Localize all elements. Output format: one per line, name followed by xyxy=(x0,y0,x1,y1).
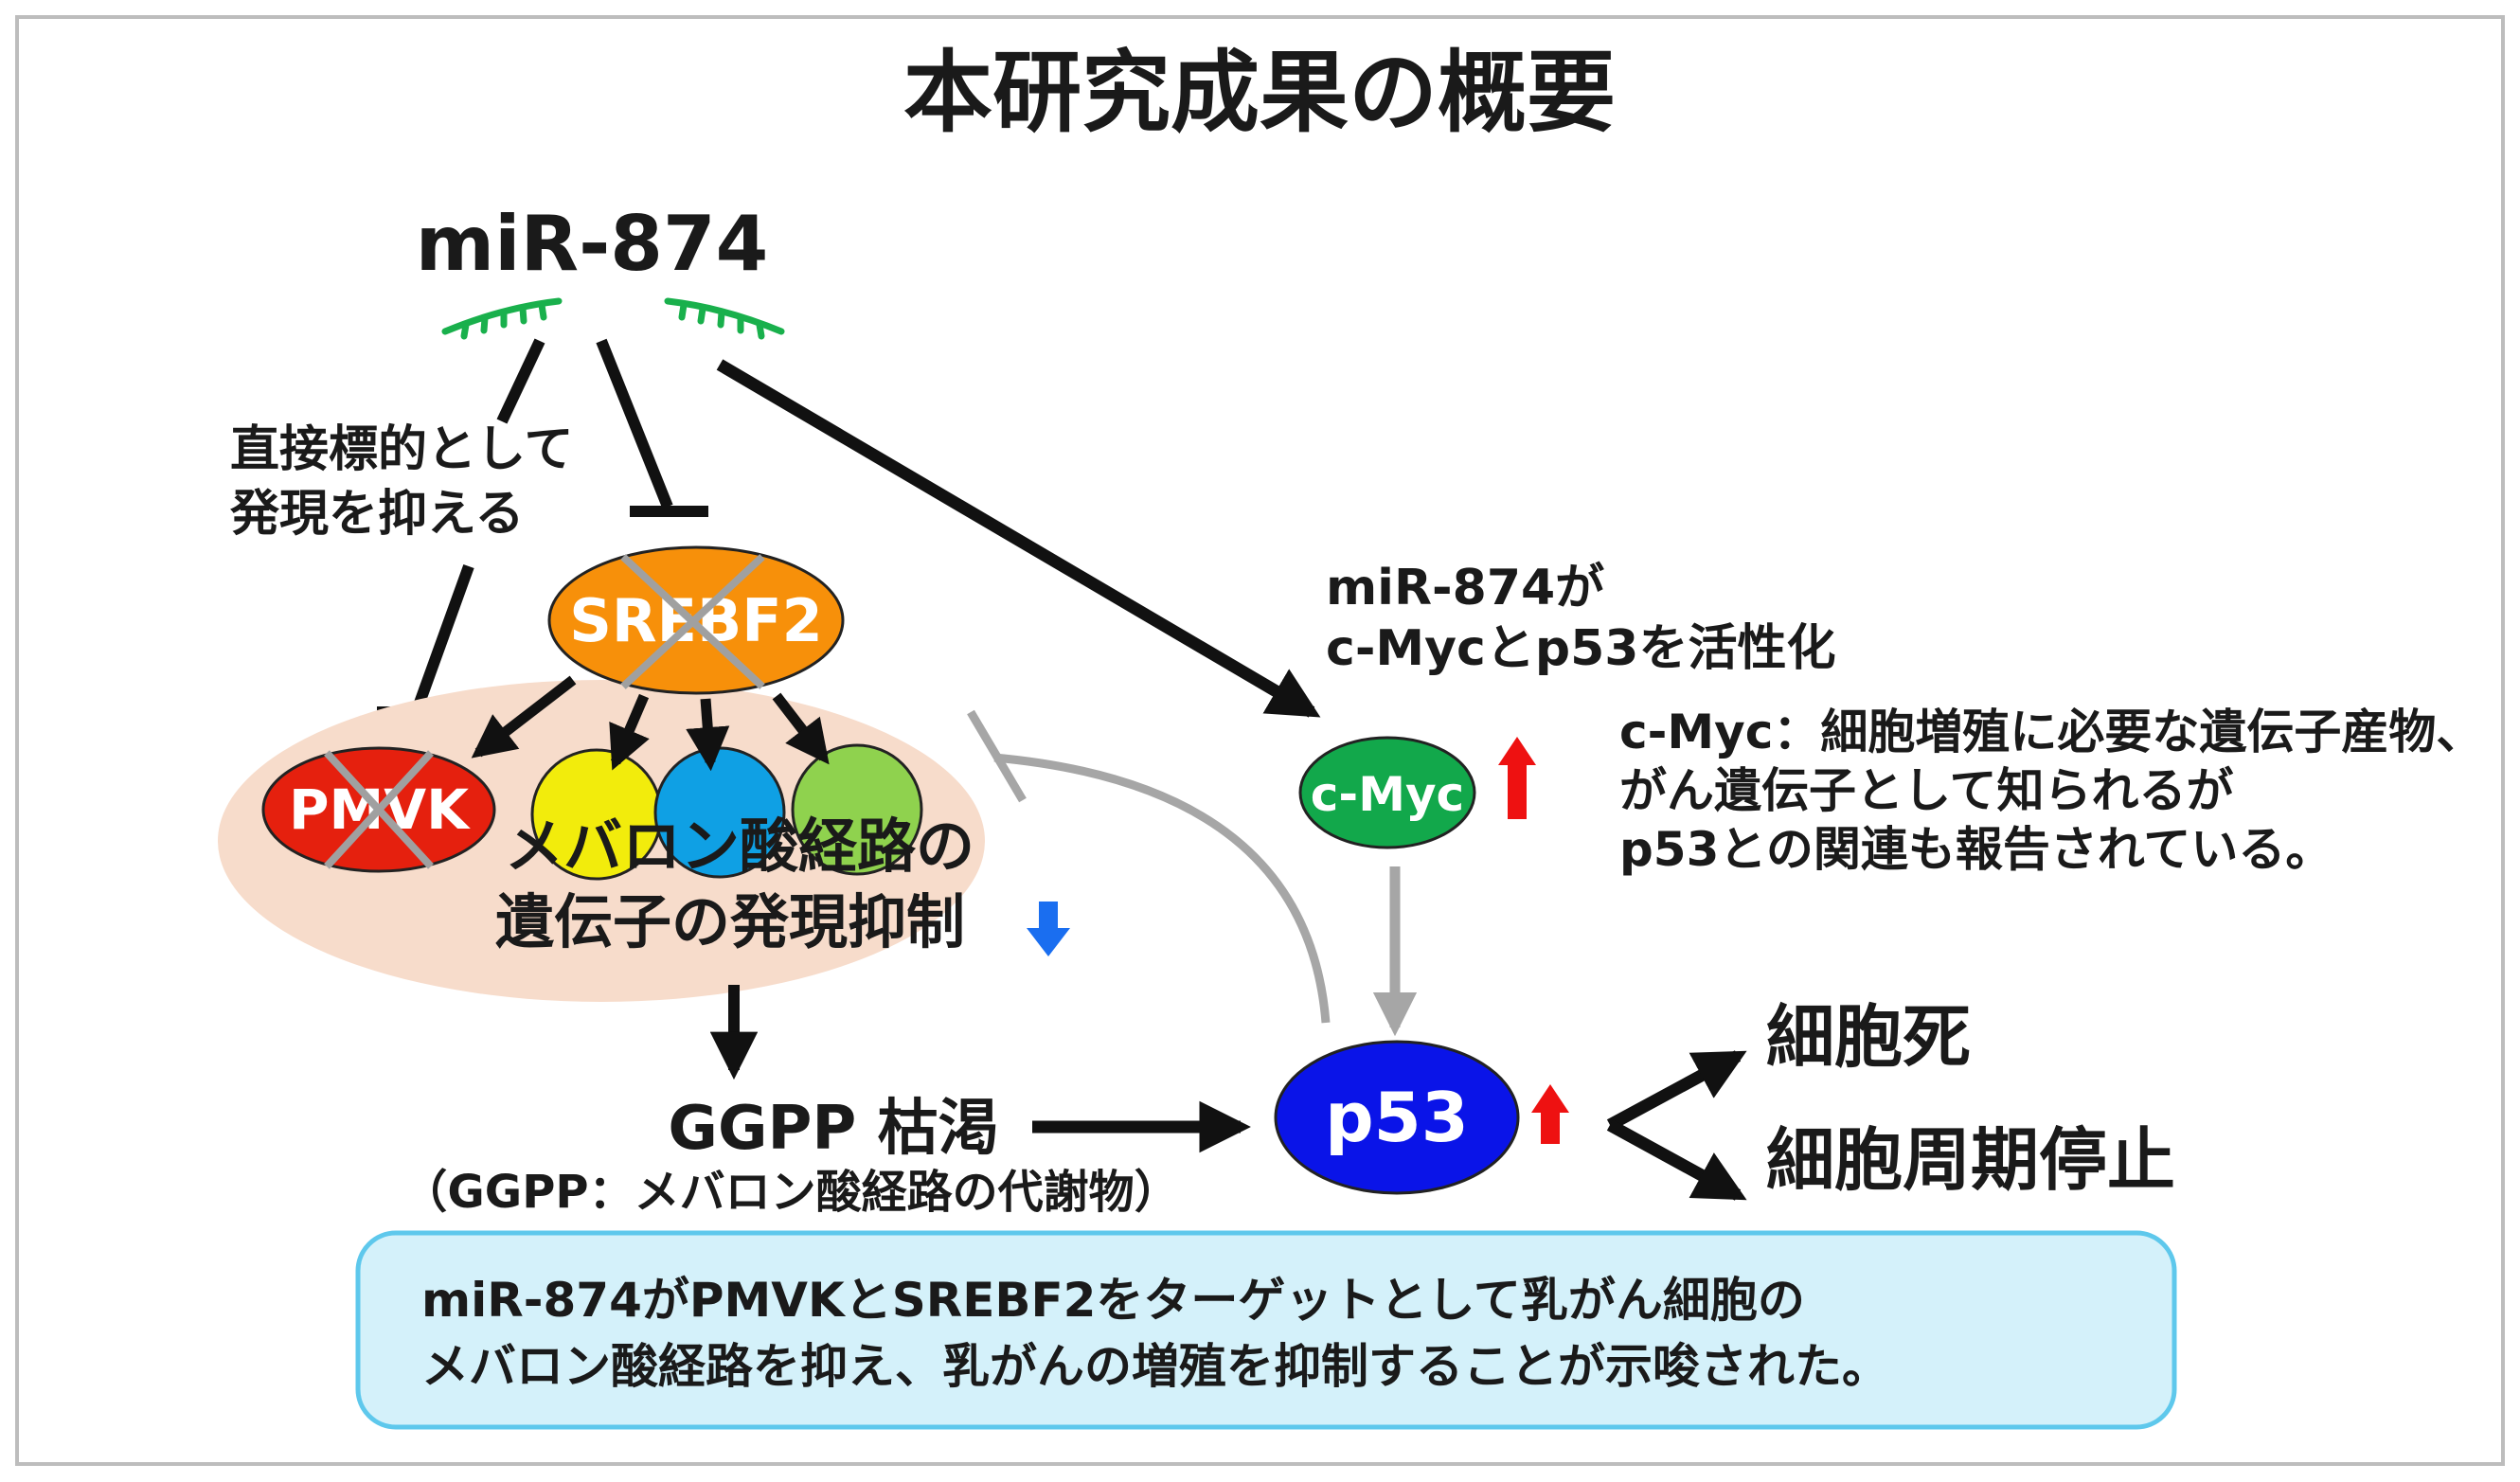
cmyc-up-arrow-icon xyxy=(1498,737,1536,819)
page-title: 本研究成果の概要 xyxy=(903,42,1616,145)
cmyc-node: c-Myc xyxy=(1298,736,1476,849)
outcome-cell-cycle-arrest: 細胞周期停止 xyxy=(1766,1120,2175,1200)
mevalonate-note-line2: 遺伝子の発現抑制 xyxy=(495,887,965,956)
activation-note-line1: miR-874が xyxy=(1326,560,1604,616)
srebf2-node: SREBF2 xyxy=(547,545,845,695)
inhibit-p53-to-pathway xyxy=(967,709,1331,1024)
inhibit-mirna-to-srebf2 xyxy=(596,338,708,517)
outcome-cell-death: 細胞死 xyxy=(1766,997,1971,1077)
direct-target-note-line2: 発現を抑える xyxy=(230,486,524,543)
summary-line1: miR-874がPMVKとSREBF2をターゲットとして乳がん細胞の xyxy=(421,1273,1805,1328)
direct-target-note-line1: 直接標的として xyxy=(230,421,573,478)
ggpp-label: GGPP 枯渇 xyxy=(668,1094,998,1164)
p53-label: p53 xyxy=(1325,1078,1469,1157)
p53-up-arrow-icon xyxy=(1531,1084,1569,1144)
p53-node: p53 xyxy=(1274,1040,1520,1195)
mirna-label: miR-874 xyxy=(416,200,769,288)
summary-line2: メバロン酸経路を抑え、乳がんの増殖を抑制することが示唆された。 xyxy=(421,1339,1889,1394)
mirna-strand-left xyxy=(441,297,563,340)
gene-green-circle xyxy=(791,743,923,876)
pmvk-node: PMVK xyxy=(261,746,496,873)
cmyc-note-line2: がん遺伝子として知られるが xyxy=(1619,763,2234,818)
activation-note-line2: c-Mycとp53を活性化 xyxy=(1326,620,1835,677)
mirna-strand-right xyxy=(664,297,785,340)
cmyc-label: c-Myc xyxy=(1311,767,1464,822)
cmyc-note-line1: c-Myc：細胞増殖に必要な遺伝子産物、 xyxy=(1619,705,2483,759)
mevalonate-note-line1: メバロン酸経路の xyxy=(505,812,974,881)
outcome-arrows xyxy=(1606,1050,1747,1201)
summary-box xyxy=(355,1230,2177,1430)
ggpp-note: （GGPP：メバロン酸経路の代謝物） xyxy=(402,1166,1179,1219)
srebf2-target-arrows xyxy=(471,675,830,772)
arrow-mirna-to-cmyc xyxy=(716,359,1321,718)
down-arrow-icon xyxy=(1027,902,1070,956)
cmyc-note-line3: p53との関連も報告されている。 xyxy=(1619,822,2332,877)
